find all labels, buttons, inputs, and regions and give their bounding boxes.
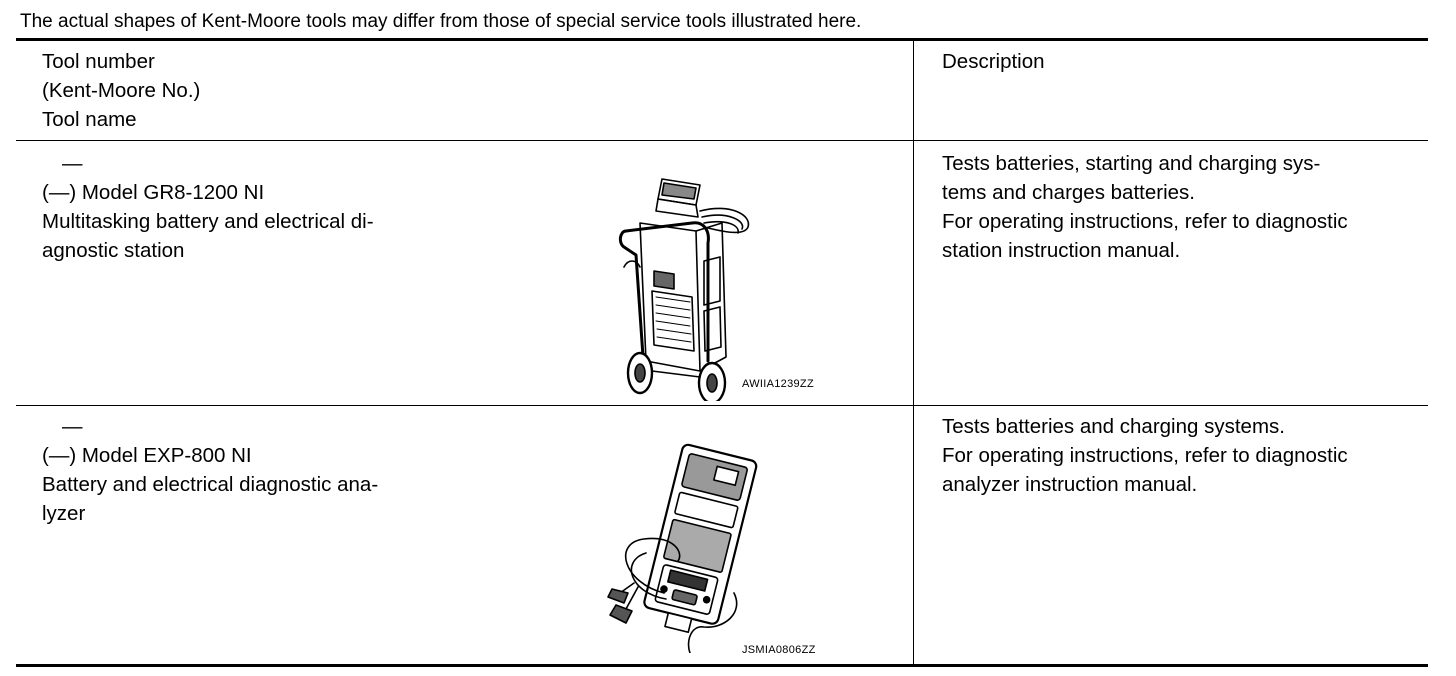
- diagnostic-analyzer-illustration: [607, 443, 758, 653]
- header-description-column: Description: [942, 47, 1045, 76]
- description-cell: Tests batteries and charging systems. Fo…: [942, 412, 1348, 499]
- row-divider: [16, 405, 1428, 406]
- description-line: Tests batteries, starting and charging s…: [942, 152, 1321, 175]
- tool-name-line: agnostic station: [42, 239, 185, 262]
- tool-name-line: Battery and electrical diagnostic ana-: [42, 473, 379, 496]
- table-note: The actual shapes of Kent-Moore tools ma…: [20, 11, 862, 32]
- description-line: Tests batteries and charging systems.: [942, 415, 1285, 438]
- description-line: For operating instructions, refer to dia…: [942, 444, 1348, 467]
- kent-moore-number: (—) Model EXP-800 NI: [42, 444, 252, 467]
- table-row: — (—) Model EXP-800 NI Battery and elect…: [42, 412, 378, 528]
- header-divider: [16, 140, 1428, 141]
- header-tool-name: Tool name: [42, 108, 137, 131]
- tool-name-line: Multitasking battery and electrical di-: [42, 210, 374, 233]
- description-line: analyzer instruction manual.: [942, 473, 1198, 496]
- special-tools-table: Tool number (Kent-Moore No.) Tool name D…: [16, 38, 1428, 667]
- diagnostic-station-illustration: [618, 178, 750, 401]
- kent-moore-number: (—) Model GR8-1200 NI: [42, 181, 265, 204]
- header-kent-moore-no: (Kent-Moore No.): [42, 79, 201, 102]
- tool-number: —: [62, 152, 83, 175]
- description-cell: Tests batteries, starting and charging s…: [942, 149, 1348, 265]
- tool-name-line: lyzer: [42, 502, 86, 525]
- tool-number: —: [62, 415, 83, 438]
- header-tool-number: Tool number: [42, 50, 155, 73]
- header-description: Description: [942, 50, 1045, 73]
- column-divider: [913, 41, 914, 664]
- header-tool-column: Tool number (Kent-Moore No.) Tool name: [42, 47, 200, 134]
- description-line: station instruction manual.: [942, 239, 1181, 262]
- table-row: — (—) Model GR8-1200 NI Multitasking bat…: [42, 149, 374, 265]
- description-line: tems and charges batteries.: [942, 181, 1195, 204]
- image-code: JSMIA0806ZZ: [742, 644, 816, 656]
- image-code: AWIIA1239ZZ: [742, 378, 814, 390]
- description-line: For operating instructions, refer to dia…: [942, 210, 1348, 233]
